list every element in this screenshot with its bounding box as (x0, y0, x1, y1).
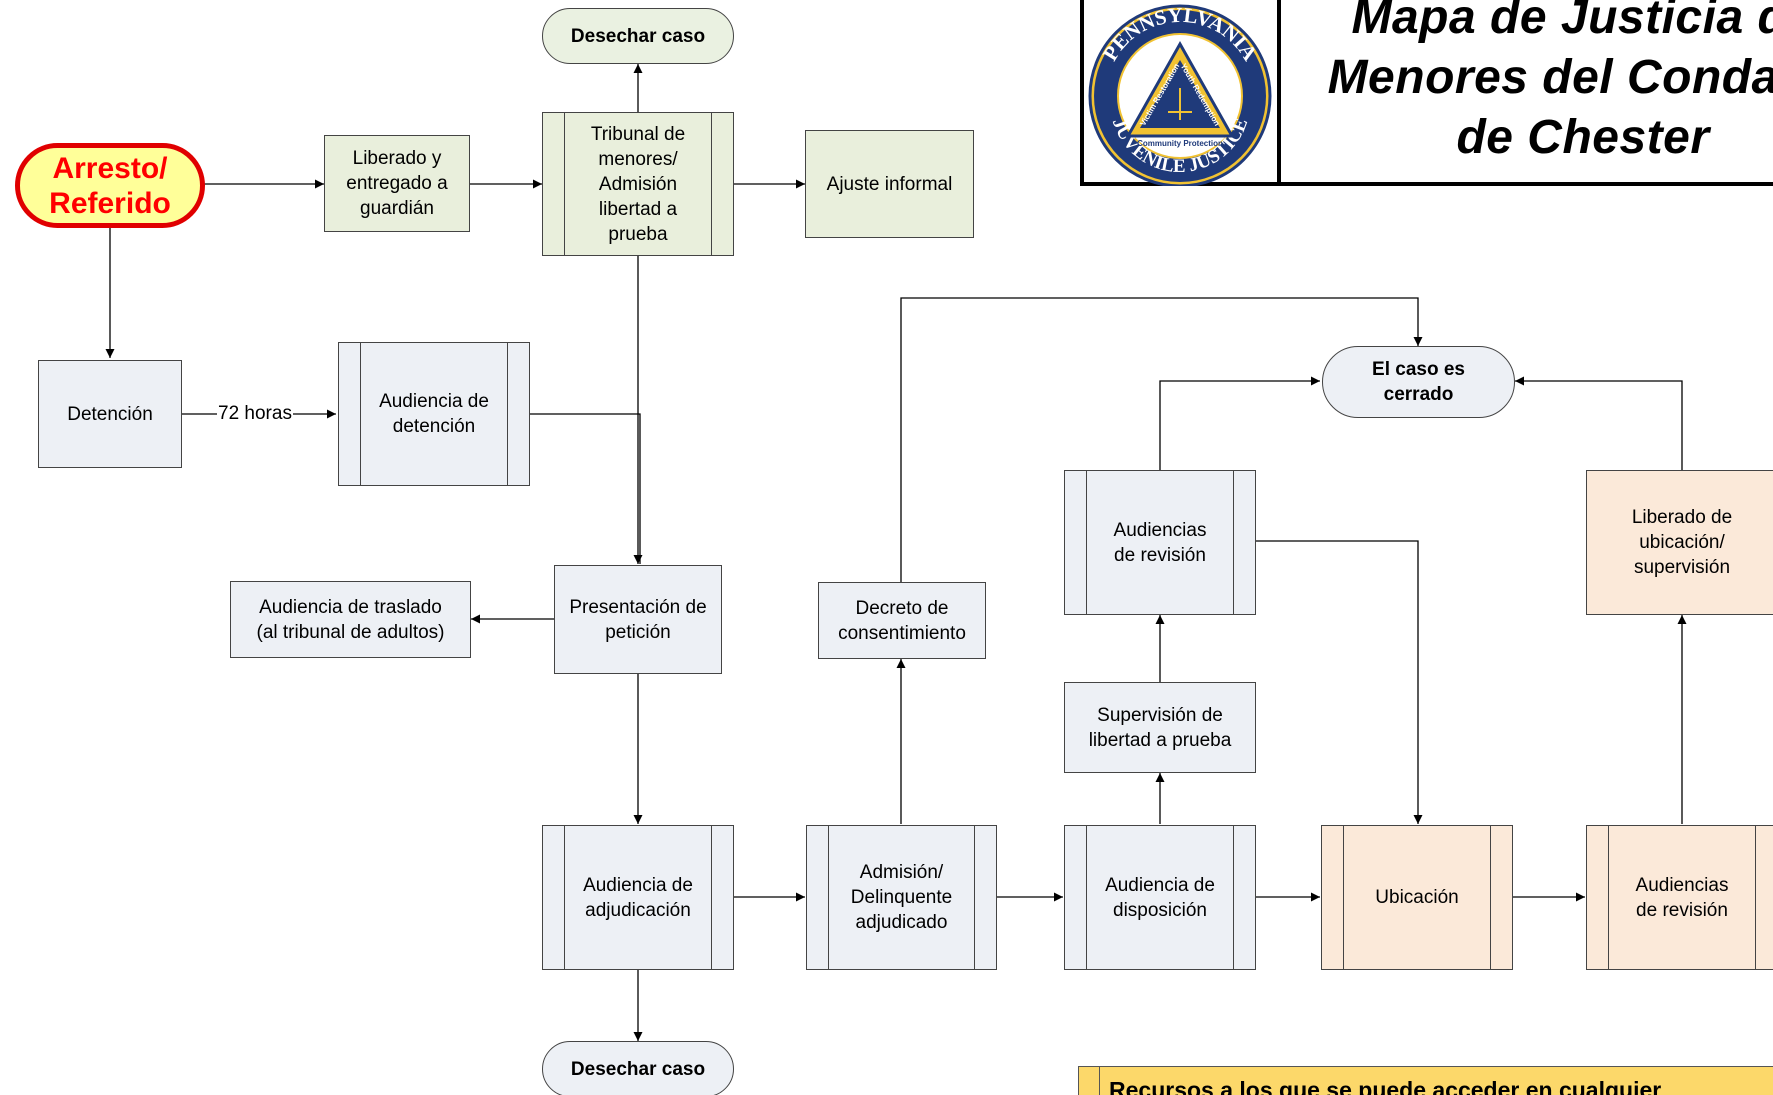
seal-center-text: Community Protection (1137, 139, 1223, 148)
resources-heading: Recursos a los que se puede acceder en c… (1109, 1077, 1662, 1095)
edge-liberado-cerrado (1515, 376, 1683, 470)
edge-label-72-horas: 72 horas (217, 403, 293, 425)
node-audiencias-revision-mid: Audiencias de revisión (1064, 470, 1256, 615)
node-traslado-label: Audiencia de traslado (al tribunal de ad… (256, 596, 445, 643)
node-ubicacion: Ubicación (1321, 825, 1513, 970)
node-audiencias-revision-right: Audiencias de revisión (1586, 825, 1773, 970)
node-ubicacion-label: Ubicación (1375, 887, 1459, 908)
node-caso-cerrado: El caso es cerrado (1322, 346, 1515, 418)
edge-revision-cerrado (1159, 376, 1320, 470)
node-presentacion-label: Presentación de petición (569, 596, 707, 643)
node-audiencia-detencion: Audiencia de detención (338, 342, 530, 486)
node-revision-right-label: Audiencias de revisión (1635, 874, 1729, 921)
node-arresto-label: Arresto/ Referido (49, 151, 171, 220)
node-desechar-top-label: Desechar caso (570, 25, 706, 47)
edge-revision-ubicacion (1256, 540, 1423, 824)
node-desechar-caso-bottom: Desechar caso (542, 1041, 734, 1095)
node-detencion-label: Detención (67, 403, 153, 425)
node-presentacion-peticion: Presentación de petición (554, 565, 722, 674)
node-audiencia-detencion-label: Audiencia de detención (379, 391, 489, 437)
resources-box: Recursos a los que se puede acceder en c… (1078, 1066, 1773, 1095)
node-liberado-guardian-label: Liberado y entregado a guardián (346, 148, 448, 219)
edge-audiencia-presentacion (530, 413, 641, 564)
node-admision-delinquente: Admisión/ Delinquente adjudicado (806, 825, 997, 970)
node-liberado-ubicacion: Liberado de ubicación/ supervisión (1586, 470, 1773, 615)
juvenile-justice-seal: PENNSYLVANIA JUVENILE JUSTICE Victim Res… (1088, 3, 1272, 186)
node-ajuste-label: Ajuste informal (826, 173, 953, 195)
node-desechar-bottom-label: Desechar caso (570, 1058, 706, 1080)
page-title: Mapa de Justicia de Menores del Condado … (1327, 0, 1773, 164)
node-decreto-label: Decreto de consentimiento (838, 597, 966, 644)
node-tribunal-menores: Tribunal de menores/ Admisión libertad a… (542, 112, 734, 256)
node-admision-label: Admisión/ Delinquente adjudicado (850, 862, 953, 933)
edge-decreto-cerrado (900, 297, 1423, 582)
node-audiencia-traslado: Audiencia de traslado (al tribunal de ad… (230, 581, 471, 658)
node-revision-mid-label: Audiencias de revisión (1113, 519, 1207, 566)
node-supervision-label: Supervisión de libertad a prueba (1088, 704, 1232, 751)
node-desechar-caso-top: Desechar caso (542, 8, 734, 64)
node-liberado-ubicacion-label: Liberado de ubicación/ supervisión (1631, 507, 1733, 578)
node-adjudicacion-label: Audiencia de adjudicación (583, 874, 693, 921)
node-audiencia-adjudicacion: Audiencia de adjudicación (542, 825, 734, 970)
node-cerrado-label: El caso es cerrado (1372, 359, 1465, 405)
node-disposicion-label: Audiencia de disposición (1105, 874, 1215, 921)
node-liberado-guardian: Liberado y entregado a guardián (324, 135, 470, 232)
node-decreto-consentimiento: Decreto de consentimiento (818, 582, 986, 659)
node-ajuste-informal: Ajuste informal (805, 130, 974, 238)
node-tribunal-label: Tribunal de menores/ Admisión libertad a… (590, 123, 686, 245)
node-detencion: Detención (38, 360, 182, 468)
node-audiencia-disposicion: Audiencia de disposición (1064, 825, 1256, 970)
node-arresto-referido: Arresto/ Referido (15, 143, 205, 228)
title-divider (1277, 0, 1281, 186)
node-supervision-libertad: Supervisión de libertad a prueba (1064, 682, 1256, 773)
